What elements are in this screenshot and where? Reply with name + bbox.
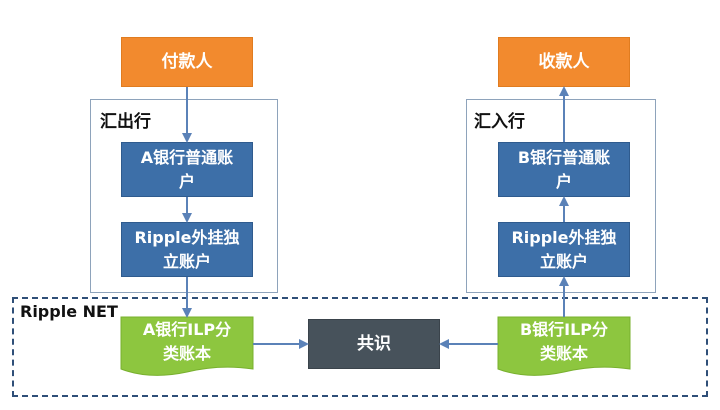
b-ripple-account-line2: 立账户 bbox=[539, 251, 588, 271]
payer-box: 付款人 bbox=[121, 37, 253, 87]
a-ripple-account-line2: 立账户 bbox=[162, 251, 211, 271]
b-ledger-line1: B银行ILP分 bbox=[519, 320, 609, 339]
b-ledger-text: B银行ILP分 类账本 bbox=[498, 318, 630, 366]
b-ledger-line2: 类账本 bbox=[539, 344, 588, 363]
consensus-box: 共识 bbox=[308, 319, 440, 369]
ripple-net-label: Ripple NET bbox=[20, 302, 118, 321]
ripple-net-container bbox=[12, 297, 708, 397]
a-ripple-account-box: Ripple外挂独 立账户 bbox=[121, 222, 253, 277]
payee-box: 收款人 bbox=[498, 37, 630, 87]
a-ledger-line2: 类账本 bbox=[162, 344, 211, 363]
a-bank-account-line2: 户 bbox=[178, 171, 195, 191]
payer-label: 付款人 bbox=[161, 52, 213, 72]
a-ledger-shape bbox=[120, 316, 254, 376]
receiving-bank-label: 汇入行 bbox=[474, 112, 525, 132]
a-ledger-text: A银行ILP分 类账本 bbox=[121, 318, 253, 366]
a-ledger-line1: A银行ILP分 bbox=[142, 320, 232, 339]
remitting-bank-label: 汇出行 bbox=[100, 112, 151, 132]
b-bank-account-line1: B银行普通账 bbox=[517, 147, 611, 167]
payee-label: 收款人 bbox=[538, 52, 590, 72]
consensus-label: 共识 bbox=[357, 334, 391, 354]
b-bank-account-line2: 户 bbox=[555, 171, 572, 191]
a-bank-account-line1: A银行普通账 bbox=[140, 147, 234, 167]
a-ripple-account-line1: Ripple外挂独 bbox=[134, 227, 240, 247]
b-ripple-account-box: Ripple外挂独 立账户 bbox=[498, 222, 630, 277]
b-bank-account-box: B银行普通账 户 bbox=[498, 142, 630, 197]
b-ripple-account-line1: Ripple外挂独 bbox=[511, 227, 617, 247]
b-ledger-shape bbox=[497, 316, 631, 376]
